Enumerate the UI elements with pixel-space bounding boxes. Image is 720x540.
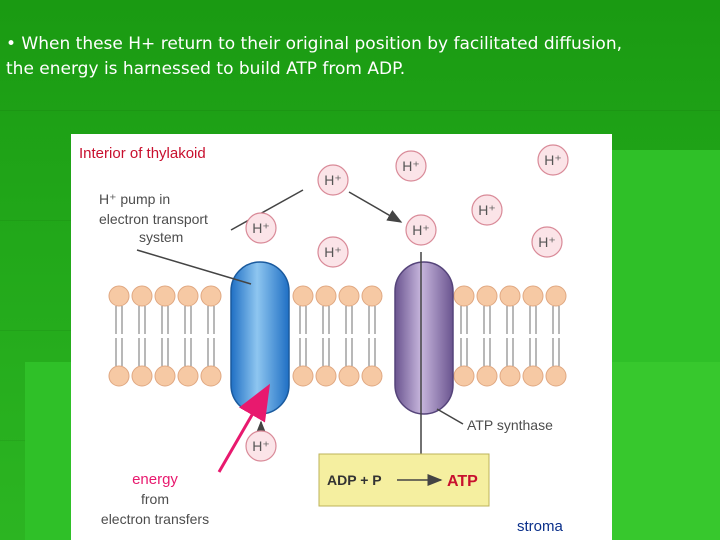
phospholipid: [545, 338, 567, 387]
reaction-product: ATP: [447, 473, 478, 490]
reaction-reactants: ADP + P: [327, 472, 382, 488]
synthase-leader: [436, 408, 464, 425]
h-ion-label: H⁺: [324, 172, 342, 188]
phospholipid: [200, 285, 222, 334]
phospholipid: [177, 285, 199, 334]
h-ion-label: H⁺: [538, 234, 556, 250]
phospholipid: [108, 338, 130, 387]
h-ion: H⁺: [245, 430, 277, 462]
energy-label-line-3: electron transfers: [101, 511, 209, 527]
phospholipid: [338, 285, 360, 334]
thylakoid-diagram: H⁺ H⁺ H⁺ H⁺ H⁺ H⁺ H⁺ H⁺ H⁺ Interior of thylakoid…: [71, 134, 612, 540]
bullet-text: • When these H+ return to their original…: [6, 32, 706, 82]
h-ion: H⁺: [405, 214, 437, 246]
h-ion-label: H⁺: [478, 202, 496, 218]
background-panel: [612, 150, 720, 365]
h-ion: H⁺: [471, 194, 503, 226]
energy-label-line-2: from: [141, 491, 169, 507]
bullet-line-1: • When these H+ return to their original…: [6, 34, 622, 54]
pump-label-pointer: [136, 249, 252, 285]
phospholipid: [453, 338, 475, 387]
phospholipid: [499, 338, 521, 387]
phospholipid: [177, 338, 199, 387]
phospholipid: [361, 338, 383, 387]
h-ion: H⁺: [317, 236, 349, 268]
phospholipid: [476, 338, 498, 387]
hydrogen-ions: H⁺ H⁺ H⁺ H⁺ H⁺ H⁺ H⁺ H⁺ H⁺: [245, 144, 569, 462]
phospholipid: [338, 338, 360, 387]
thylakoid-membrane-svg: H⁺ H⁺ H⁺ H⁺ H⁺ H⁺ H⁺ H⁺ H⁺ Interior of thylakoid…: [79, 144, 569, 535]
bullet-line-2: the energy is harnessed to build ATP fro…: [6, 59, 406, 79]
energy-arrow: [217, 383, 271, 473]
pump-label-line-2: electron transport: [99, 211, 208, 227]
phospholipid: [292, 338, 314, 387]
h-ion: H⁺: [317, 164, 349, 196]
pump-label-line-3: system: [139, 229, 183, 245]
h-ion: H⁺: [531, 226, 563, 258]
h-ion-label: H⁺: [252, 220, 270, 236]
synthase-label: ATP synthase: [467, 417, 553, 433]
phospholipid: [292, 285, 314, 334]
stroma-label: stroma: [517, 518, 564, 535]
phospholipid: [522, 338, 544, 387]
background-panel: [612, 362, 720, 540]
phospholipid: [522, 285, 544, 334]
phospholipid: [154, 285, 176, 334]
phospholipid: [200, 338, 222, 387]
phospholipid: [131, 285, 153, 334]
h-ion: H⁺: [537, 144, 569, 176]
diffusion-arrow: [348, 191, 403, 223]
h-pump-protein: [230, 261, 290, 415]
pump-label-leader: [230, 189, 304, 231]
interior-label: Interior of thylakoid: [79, 145, 206, 162]
h-ion-label: H⁺: [252, 438, 270, 454]
atp-synthase-protein: [394, 261, 454, 415]
h-ion: H⁺: [245, 212, 277, 244]
background-stripe: [0, 110, 720, 111]
phospholipid: [131, 338, 153, 387]
background-panel: [25, 362, 75, 540]
h-ion-label: H⁺: [412, 222, 430, 238]
phospholipid: [545, 285, 567, 334]
pump-label-line-1: H⁺ pump in: [99, 191, 170, 207]
phospholipid: [453, 285, 475, 334]
phospholipid: [499, 285, 521, 334]
h-ion: H⁺: [395, 150, 427, 182]
phospholipid: [476, 285, 498, 334]
lipid-bilayer: [108, 285, 567, 387]
phospholipid: [361, 285, 383, 334]
h-ion-label: H⁺: [544, 152, 562, 168]
energy-label-line-1: energy: [132, 471, 178, 488]
phospholipid: [108, 285, 130, 334]
h-ion-label: H⁺: [402, 158, 420, 174]
phospholipid: [315, 338, 337, 387]
phospholipid: [154, 338, 176, 387]
phospholipid: [315, 285, 337, 334]
h-ion-label: H⁺: [324, 244, 342, 260]
